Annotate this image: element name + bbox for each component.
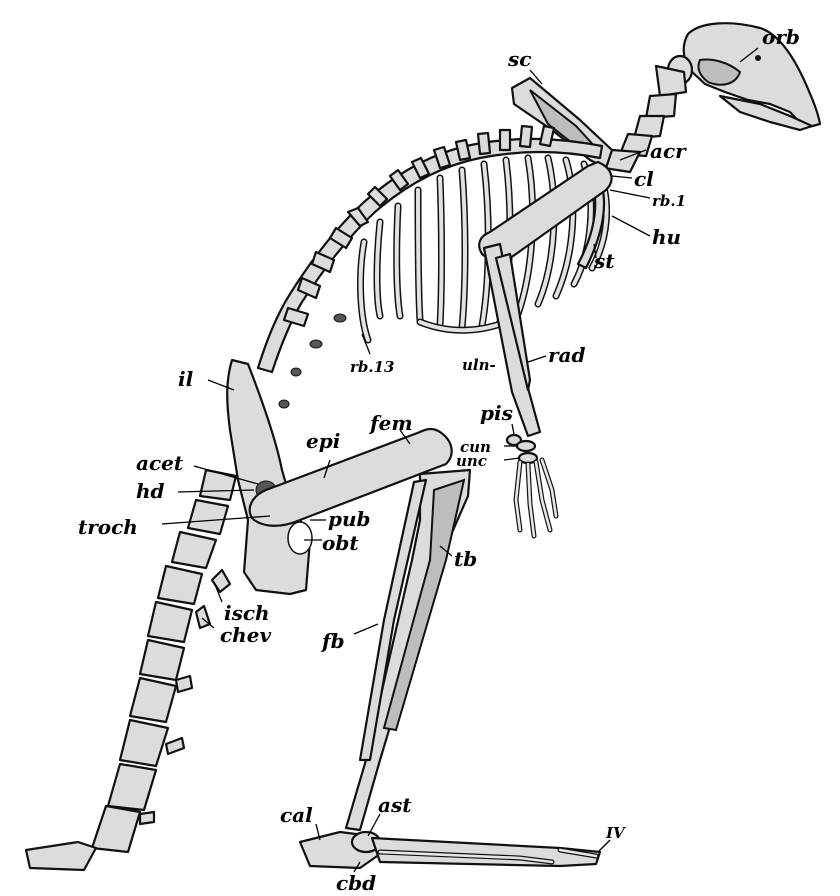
- label-cl: cl: [634, 167, 654, 191]
- leader-lines: [161, 47, 759, 873]
- label-isch: isch: [224, 601, 270, 625]
- label-iv: IV: [605, 824, 626, 842]
- label-obt: obt: [322, 531, 359, 555]
- label-hd: hd: [136, 479, 165, 503]
- label-tb: tb: [454, 547, 477, 571]
- label-cbd: cbd: [336, 871, 376, 895]
- label-cal: cal: [280, 803, 313, 827]
- label-epi: epi: [306, 429, 340, 453]
- label-fem: fem: [368, 411, 413, 435]
- label-ast: ast: [378, 793, 412, 817]
- label-pis: pis: [480, 401, 513, 425]
- pelvis: [226, 358, 313, 596]
- label-troch: troch: [78, 515, 138, 539]
- label-rad: rad: [548, 343, 585, 367]
- label-rb13: rb.13: [350, 358, 395, 376]
- label-rb1: rb.1: [652, 192, 686, 210]
- tail: [24, 468, 238, 872]
- label-uln: uln-: [462, 356, 496, 374]
- label-orb: orb: [762, 25, 800, 49]
- label-sc: sc: [507, 47, 531, 71]
- label-chev: chev: [220, 623, 271, 647]
- hindlimb: [248, 427, 602, 870]
- label-fb: fb: [320, 629, 345, 653]
- label-hu: hu: [652, 225, 681, 249]
- label-pub: pub: [328, 507, 371, 531]
- label-cun: cun: [460, 438, 491, 456]
- label-il: il: [178, 367, 194, 391]
- label-st: st: [593, 249, 615, 273]
- label-acr: acr: [650, 139, 687, 163]
- vertebral-column: [256, 124, 604, 409]
- neural-spines: [282, 124, 556, 328]
- sternum: [576, 184, 606, 270]
- labels: orb sc acr cl rb.1 hu st rad uln- rb.13 …: [78, 25, 800, 895]
- cervical-vertebrae: [602, 54, 694, 174]
- forelimb: [478, 160, 613, 539]
- label-unc: unc: [456, 452, 487, 470]
- label-acet: acet: [136, 451, 184, 475]
